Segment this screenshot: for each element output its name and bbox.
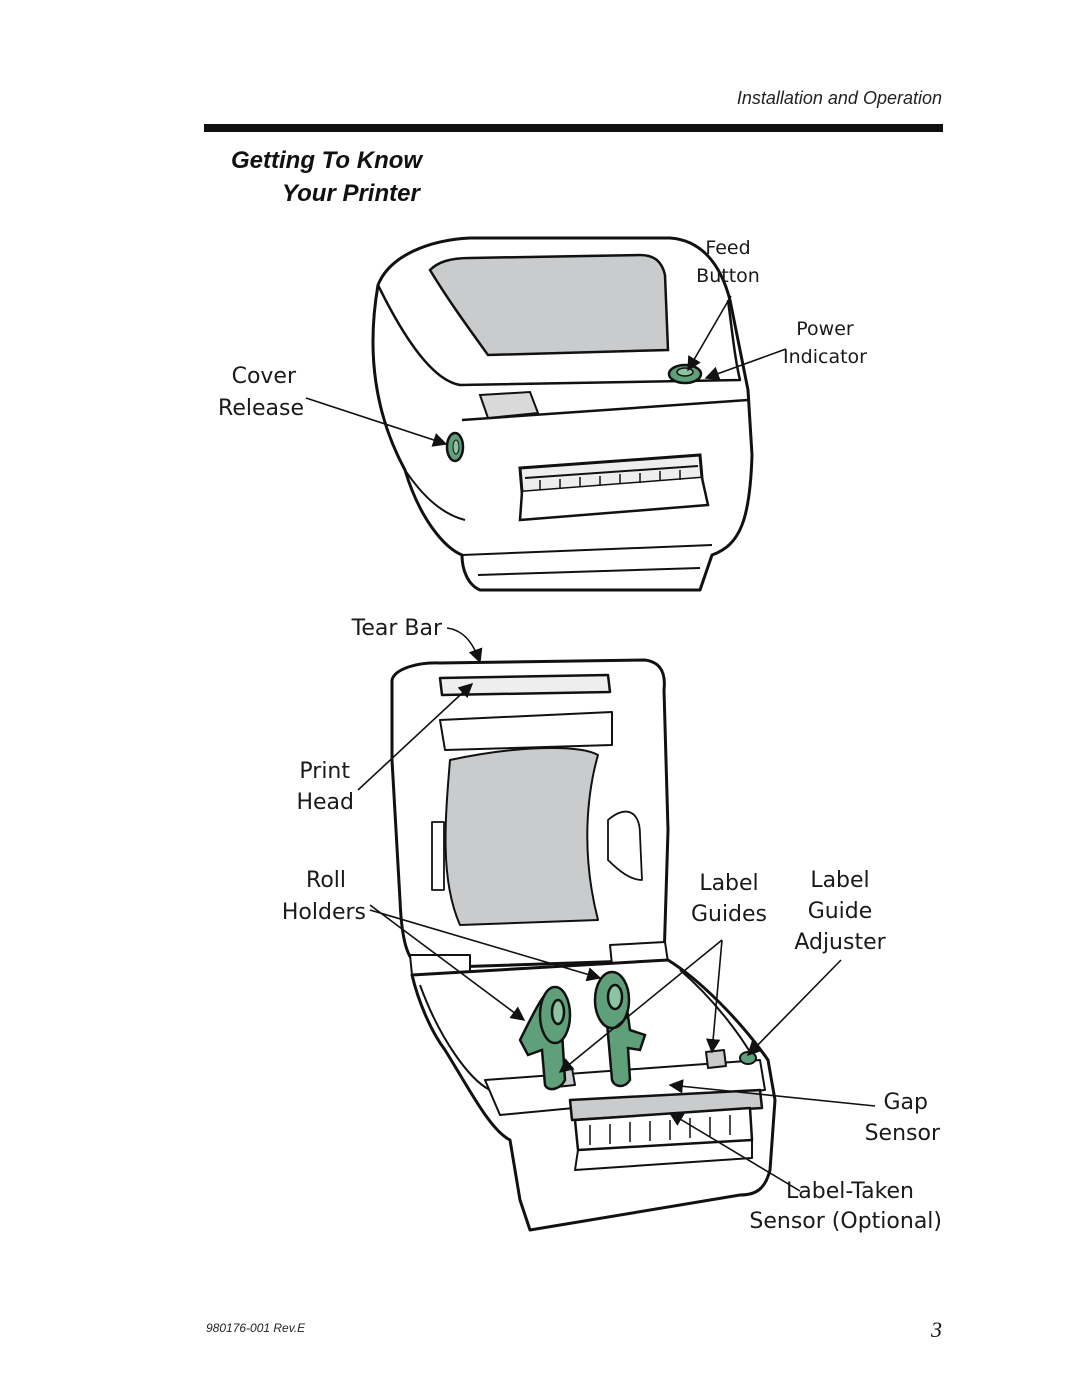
open-printer: [390, 658, 777, 1232]
feed-button-label-line2: Button: [696, 265, 760, 287]
label-guide-adjuster-label-line2: Guide: [807, 899, 873, 924]
label-guides-label-line2: Guides: [690, 902, 768, 927]
roll-holders-label-line2: Holders: [281, 900, 366, 925]
gap-sensor-label-line1: Gap: [883, 1090, 929, 1115]
cover-release-label-line2: Release: [218, 396, 304, 421]
label-guide-adjuster-label-line1: Label: [810, 868, 870, 893]
label-taken-sensor-label-line1: Label-Taken: [786, 1179, 914, 1204]
roll-holder-right-icon: [593, 970, 647, 1088]
page-title-line1: Getting To Know: [231, 147, 423, 174]
cover-window: [428, 253, 670, 357]
print-head-label-line1: Print: [299, 759, 350, 784]
label-guide-adjuster-icon: [739, 1051, 757, 1065]
cover-release-label-line1: Cover: [231, 364, 296, 389]
gap-sensor-label-line2: Sensor: [864, 1121, 940, 1146]
roll-holder-left-icon: [518, 985, 572, 1091]
feed-button-label-line1: Feed: [705, 237, 751, 259]
print-head-label-line2: Head: [296, 790, 354, 815]
roll-holders-label-line1: Roll: [306, 868, 346, 893]
power-indicator-label-line2: Indicator: [783, 346, 867, 368]
label-guide-adjuster-label-line3: Adjuster: [794, 930, 886, 955]
tear-bar-label: Tear Bar: [351, 616, 442, 641]
header-rule: [204, 124, 943, 132]
power-indicator-label-line1: Power: [796, 318, 854, 340]
label-guides-label-line1: Label: [699, 871, 759, 896]
page-title-line2: Your Printer: [282, 180, 420, 207]
running-head: Installation and Operation: [736, 88, 942, 108]
page-number: 3: [931, 1317, 942, 1342]
closed-front-slot: [518, 453, 710, 522]
feed-button-icon: [667, 363, 703, 385]
top-label-area: [478, 390, 540, 420]
doc-number: 980176-001 Rev.E: [206, 1321, 306, 1335]
leader-lines: [305, 295, 876, 1192]
cover-release-icon: [445, 431, 465, 463]
label-taken-sensor-label-line2: Sensor (Optional): [749, 1209, 942, 1234]
